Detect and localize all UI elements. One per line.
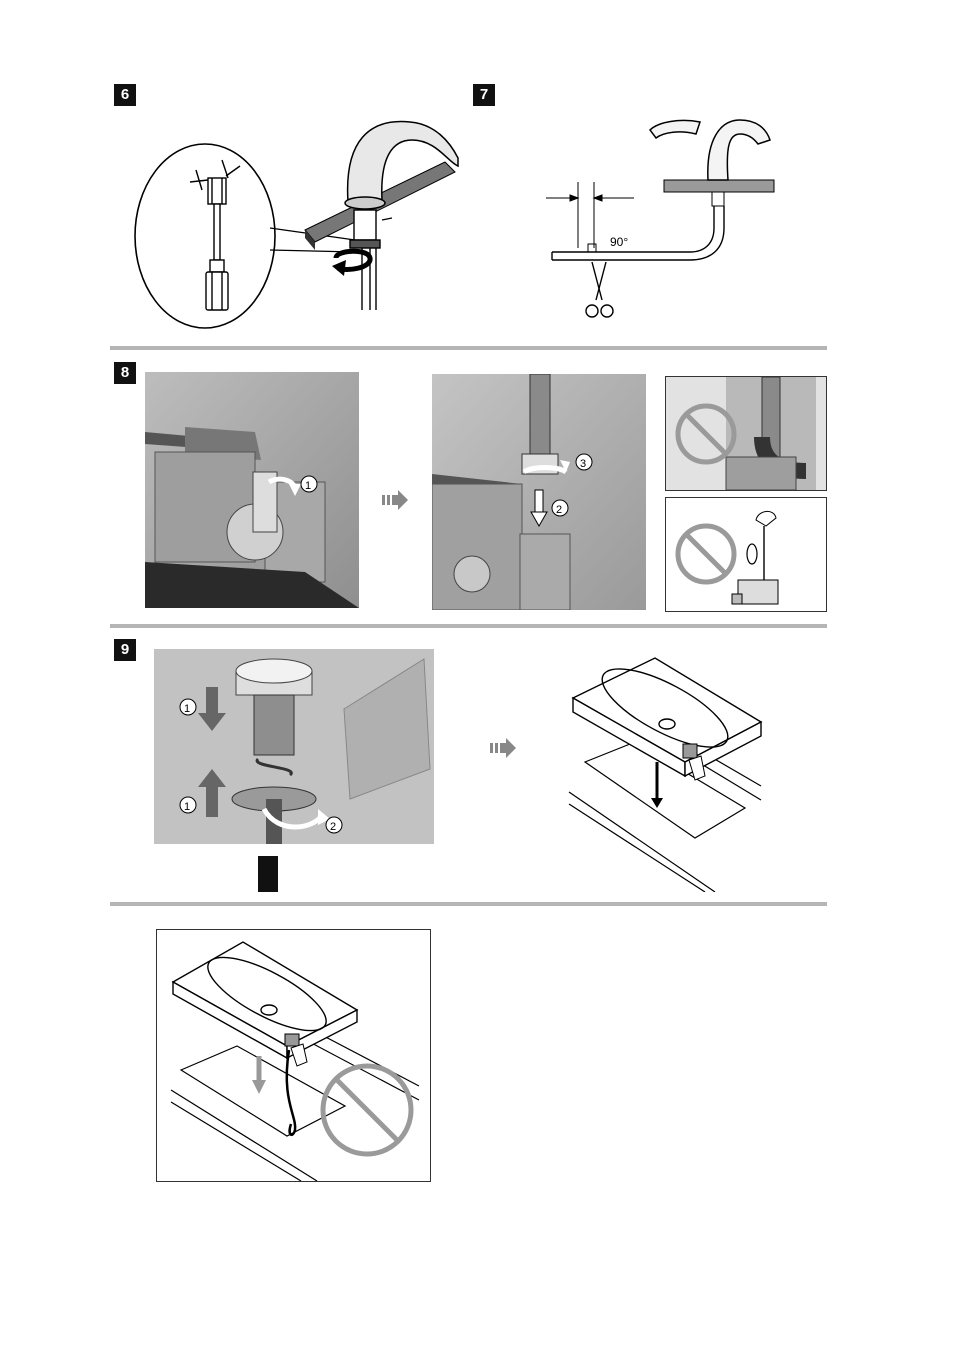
rotate-arrow-icon [332,251,370,276]
countertop [664,180,774,192]
basin [573,654,761,776]
step6-illustration [130,100,470,335]
next-step-arrow-icon [490,738,516,758]
step8-prohibited-frame-bottom [665,497,827,612]
callout-3: 3 [580,458,586,470]
basin-prohibited-frame [156,929,431,1182]
section-divider [110,346,827,350]
section-divider [110,902,827,906]
step9-basin-install [565,652,765,892]
callout-1: 1 [305,480,311,492]
step-badge-9: 9 [114,639,136,661]
callout-1-bottom: 1 [184,801,190,813]
scissors-icon [586,262,613,317]
next-step-arrow-icon [382,490,408,510]
connector-block [258,856,278,892]
step8-photo-pipe: 3 2 [432,374,646,610]
magnifier-circle [135,144,275,328]
section-divider [110,624,827,628]
faucet-body [650,120,770,180]
step7-illustration: 90° [540,110,790,325]
callout-2: 2 [330,821,336,833]
step-badge-7: 7 [473,84,495,106]
angle-label: 90° [610,235,628,249]
callout-1-top: 1 [184,703,190,715]
step8-photo-valve: 1 [145,372,359,608]
step9-photo-assembly: 1 1 2 [154,649,434,844]
step8-prohibited-frame-top [665,376,827,491]
callout-2: 2 [556,504,562,516]
step-badge-8: 8 [114,362,136,384]
